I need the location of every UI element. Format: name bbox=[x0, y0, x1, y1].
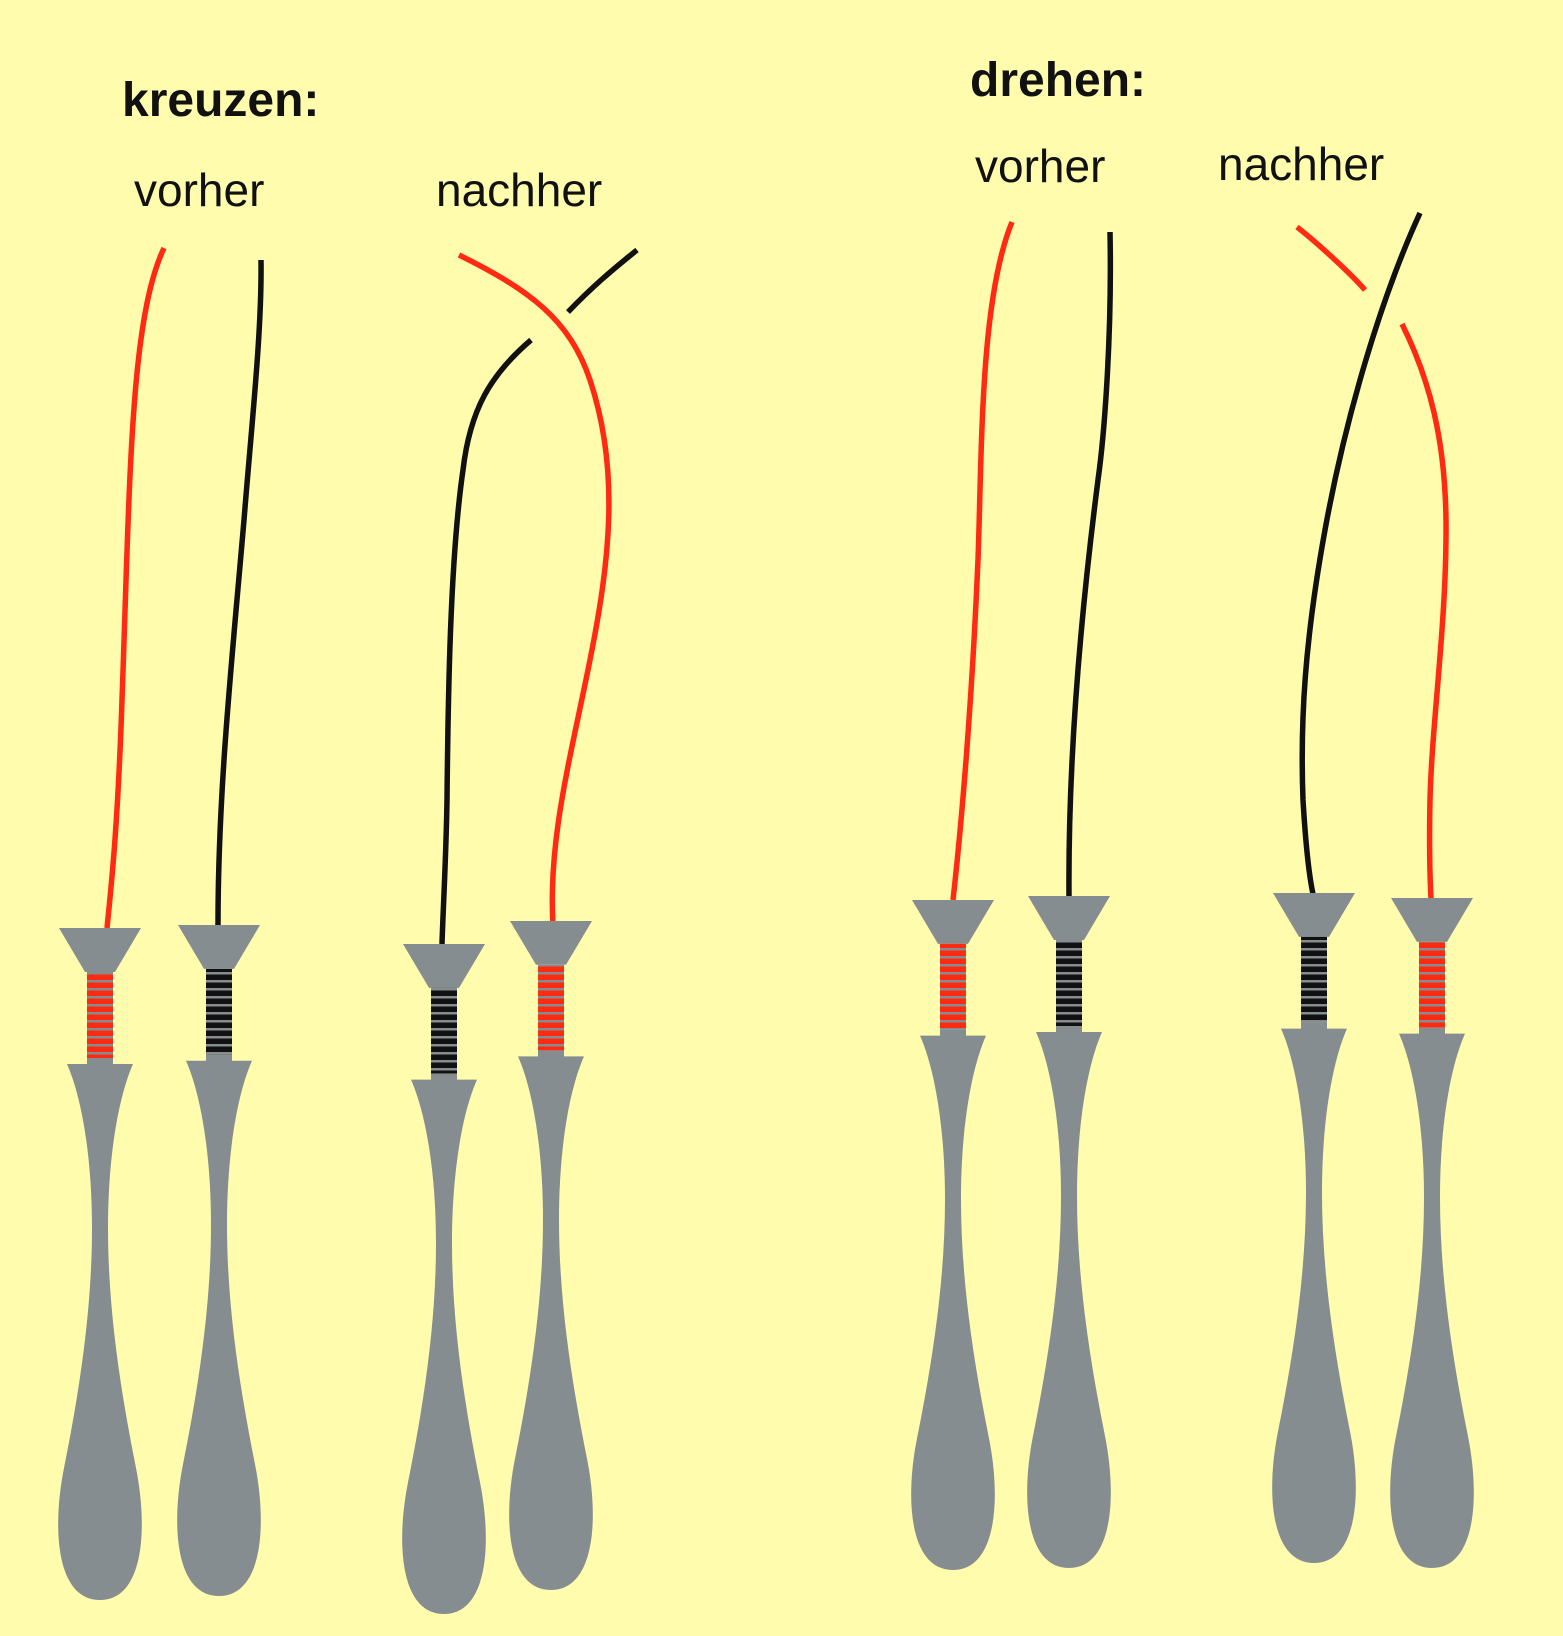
peg-head bbox=[1028, 896, 1110, 940]
label-drehen-nachher: nachher bbox=[1218, 138, 1384, 190]
peg-kreuzen-nachher-black bbox=[402, 944, 486, 1614]
wire-coil-red bbox=[940, 943, 966, 1030]
peg-head bbox=[1273, 893, 1355, 937]
peg-kreuzen-vorher-red bbox=[58, 928, 142, 1600]
wire-coil-red bbox=[538, 964, 564, 1051]
peg-drehen-vorher-red bbox=[911, 900, 995, 1570]
wire-black-drehen-nachher bbox=[1299, 211, 1423, 895]
peg-handle bbox=[911, 1029, 995, 1570]
section-title-kreuzen: kreuzen: bbox=[122, 74, 319, 127]
peg-handle bbox=[1390, 1027, 1474, 1568]
peg-head bbox=[403, 944, 485, 988]
peg-handle bbox=[1027, 1026, 1111, 1568]
peg-head bbox=[178, 925, 260, 969]
wire-red-drehen-nachher bbox=[1295, 224, 1368, 292]
wire-black-kreuzen-vorher bbox=[215, 259, 264, 926]
peg-head bbox=[510, 921, 592, 965]
wire-coil-black bbox=[1056, 940, 1082, 1026]
wire-black-kreuzen-nachher-lower bbox=[439, 337, 533, 945]
wire-black-kreuzen-nachher bbox=[566, 247, 639, 314]
wire-coil-black bbox=[206, 968, 232, 1055]
wires bbox=[104, 211, 1449, 945]
peg-drehen-nachher-red bbox=[1390, 898, 1474, 1568]
peg-group bbox=[58, 893, 1474, 1614]
wire-red-drehen-nachher-lower bbox=[1399, 322, 1449, 899]
peg-handle bbox=[402, 1073, 486, 1614]
peg-kreuzen-vorher-black bbox=[177, 925, 261, 1596]
wire-red-kreuzen-nachher bbox=[457, 252, 612, 926]
wire-coil-red bbox=[1419, 941, 1445, 1028]
peg-drehen-vorher-black bbox=[1027, 896, 1111, 1568]
wire-coil-black bbox=[431, 987, 457, 1074]
wire-coil-black bbox=[1301, 936, 1327, 1023]
peg-handle bbox=[509, 1050, 593, 1590]
label-kreuzen-nachher: nachher bbox=[436, 164, 602, 216]
peg-head bbox=[1391, 898, 1473, 942]
wire-red-drehen-vorher bbox=[950, 220, 1015, 901]
peg-head bbox=[59, 928, 141, 972]
section-title-drehen: drehen: bbox=[970, 54, 1146, 107]
peg-kreuzen-nachher-red bbox=[509, 921, 593, 1590]
wire-red-kreuzen-vorher bbox=[104, 246, 167, 929]
label-drehen-vorher: vorher bbox=[975, 140, 1105, 192]
peg-head bbox=[912, 900, 994, 944]
peg-handle bbox=[177, 1054, 261, 1596]
label-kreuzen-vorher: vorher bbox=[134, 164, 264, 216]
peg-handle bbox=[1272, 1022, 1356, 1563]
wire-black-drehen-vorher bbox=[1066, 231, 1114, 897]
peg-handle bbox=[58, 1058, 142, 1600]
wire-coil-red bbox=[87, 972, 113, 1058]
peg-drehen-nachher-black bbox=[1272, 893, 1356, 1563]
